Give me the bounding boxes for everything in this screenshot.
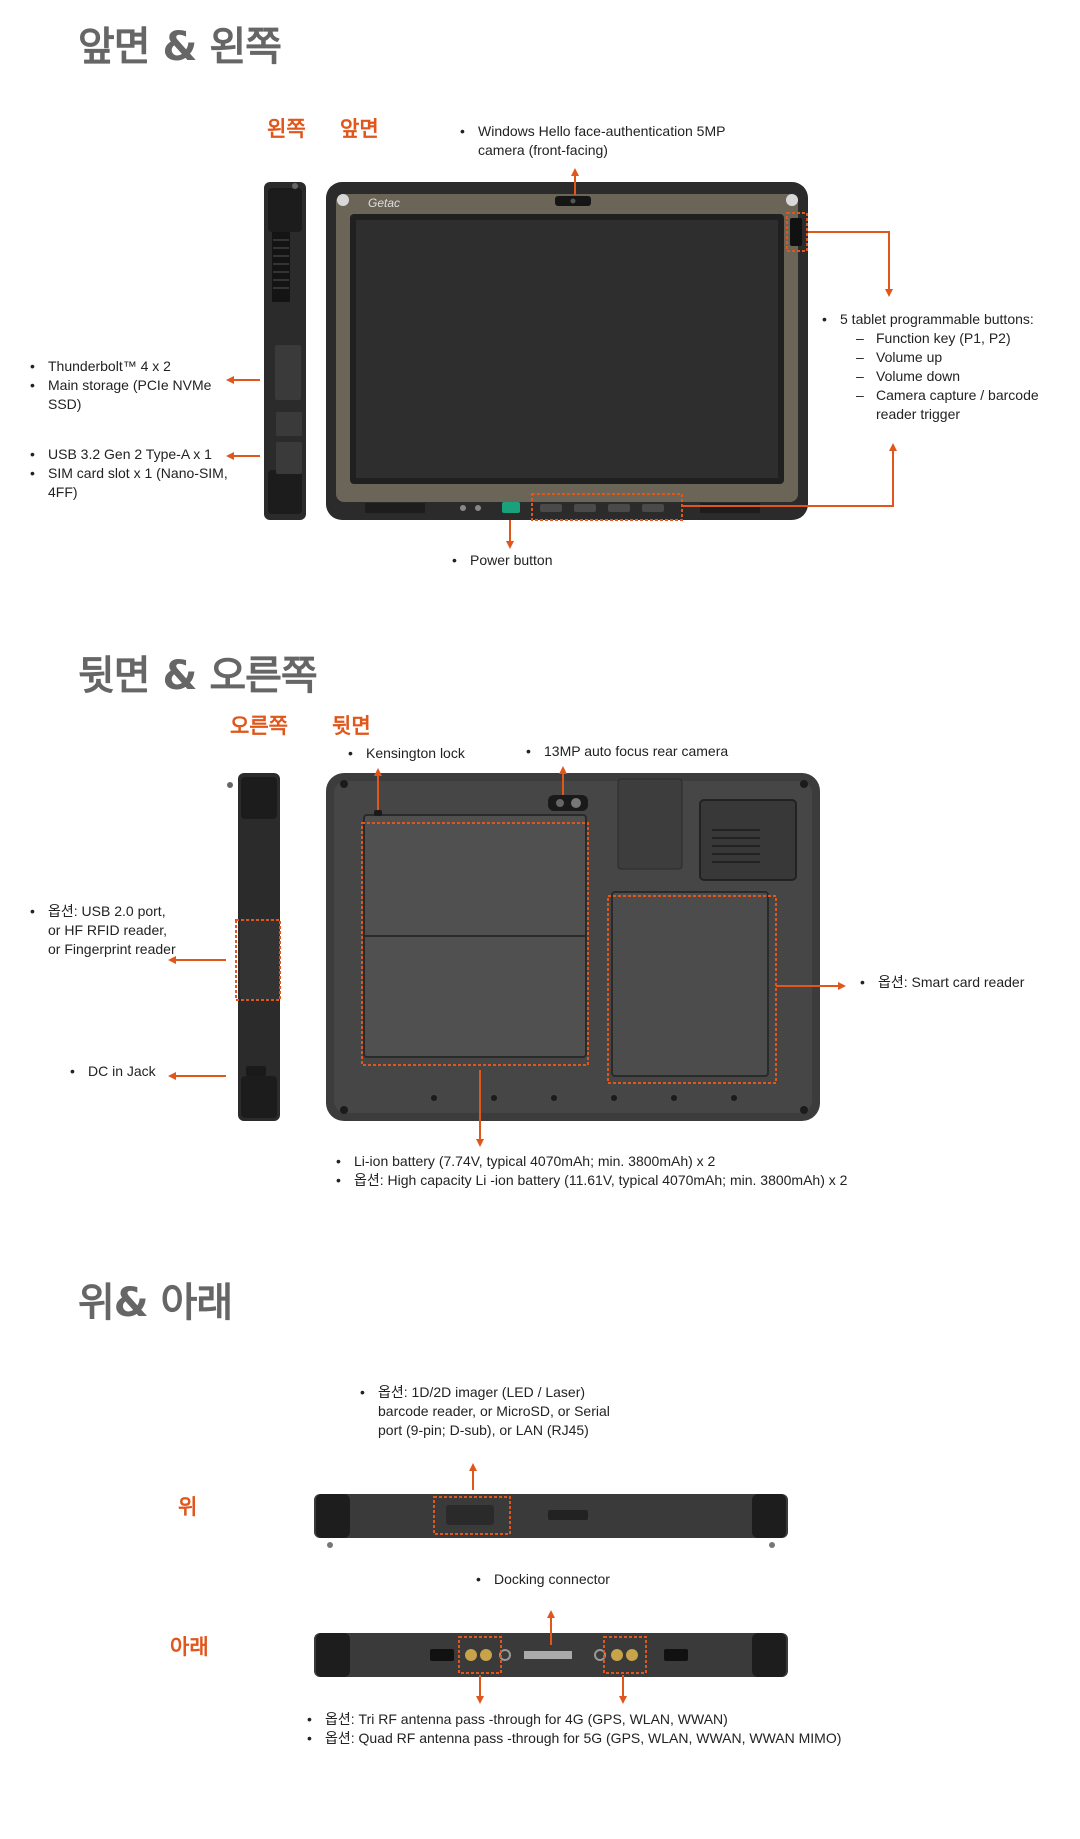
- note-item: 옵션: USB 2.0 port, or HF RFID reader, or …: [28, 902, 178, 959]
- heading-back-right: 뒷면 & 오른쪽: [78, 653, 318, 699]
- note-item: 5 tablet programmable buttons:: [820, 310, 1080, 329]
- label-back: 뒷면: [332, 714, 371, 738]
- note-item: SIM card slot x 1 (Nano-SIM, 4FF): [28, 464, 238, 502]
- note-front-camera: Windows Hello face-authentication 5MP ca…: [458, 122, 758, 160]
- note-item: Thunderbolt™ 4 x 2: [28, 357, 228, 376]
- note-item: Main storage (PCIe NVMe SSD): [28, 376, 228, 414]
- tablet-bottom-view: [314, 1633, 788, 1677]
- note-subitem: Volume up: [820, 348, 1080, 367]
- note-left-lower-ports: USB 3.2 Gen 2 Type-A x 1 SIM card slot x…: [28, 445, 238, 502]
- highlight-smart-card: [607, 895, 777, 1084]
- note-item: Windows Hello face-authentication 5MP ca…: [458, 122, 758, 160]
- note-subitem: Camera capture / barcode reader trigger: [820, 386, 1080, 424]
- highlight-rf-left: [458, 1636, 502, 1674]
- highlight-top-option: [433, 1496, 511, 1535]
- tablet-back-view: [326, 773, 820, 1121]
- note-smart-card: 옵션: Smart card reader: [858, 973, 1078, 992]
- note-item: Power button: [450, 551, 650, 570]
- note-left-upper-ports: Thunderbolt™ 4 x 2 Main storage (PCIe NV…: [28, 357, 228, 414]
- note-item: 옵션: Smart card reader: [858, 973, 1078, 992]
- note-top-option: 옵션: 1D/2D imager (LED / Laser) barcode r…: [358, 1383, 628, 1440]
- note-item: 옵션: Tri RF antenna pass -through for 4G …: [305, 1710, 925, 1729]
- note-rf-antenna: 옵션: Tri RF antenna pass -through for 4G …: [305, 1710, 925, 1748]
- note-item: 13MP auto focus rear camera: [524, 742, 784, 761]
- note-item: 옵션: Quad RF antenna pass -through for 5G…: [305, 1729, 925, 1748]
- label-right: 오른쪽: [230, 714, 288, 738]
- callout-arrows-topbottom: [469, 1463, 627, 1704]
- note-item: Li-ion battery (7.74V, typical 4070mAh; …: [334, 1152, 894, 1171]
- tablet-right-side-view: [227, 773, 280, 1121]
- note-item: 옵션: 1D/2D imager (LED / Laser) barcode r…: [358, 1383, 628, 1440]
- note-item: 옵션: High capacity Li -ion battery (11.61…: [334, 1171, 894, 1190]
- highlight-batteries: [361, 822, 589, 1066]
- heading-front-left: 앞면 & 왼쪽: [78, 24, 282, 70]
- note-item: USB 3.2 Gen 2 Type-A x 1: [28, 445, 238, 464]
- tablet-front-view: [326, 182, 808, 520]
- note-item: Docking connector: [474, 1570, 674, 1589]
- highlight-option-port: [235, 919, 281, 1001]
- note-item: Kensington lock: [346, 744, 546, 763]
- note-dc-jack: DC in Jack: [68, 1062, 218, 1081]
- tablet-top-view: [314, 1494, 788, 1548]
- label-left: 왼쪽: [267, 117, 306, 141]
- note-subitem: Function key (P1, P2): [820, 329, 1080, 348]
- note-power-button: Power button: [450, 551, 650, 570]
- note-programmable-buttons: 5 tablet programmable buttons: Function …: [820, 310, 1080, 424]
- note-docking: Docking connector: [474, 1570, 674, 1589]
- note-item: DC in Jack: [68, 1062, 218, 1081]
- note-battery: Li-ion battery (7.74V, typical 4070mAh; …: [334, 1152, 894, 1190]
- note-subitem: Volume down: [820, 367, 1080, 386]
- note-kensington: Kensington lock: [346, 744, 546, 763]
- callout-arrows-back: [168, 766, 846, 1147]
- highlight-rf-right: [603, 1636, 647, 1674]
- callout-arrows-front: [226, 168, 897, 549]
- label-front: 앞면: [340, 117, 379, 141]
- label-bottom: 아래: [170, 1635, 209, 1659]
- heading-top-bottom: 위& 아래: [78, 1280, 233, 1326]
- highlight-side-buttons: [786, 212, 808, 252]
- note-option-usb: 옵션: USB 2.0 port, or HF RFID reader, or …: [28, 902, 178, 959]
- note-rear-camera: 13MP auto focus rear camera: [524, 742, 784, 761]
- label-top: 위: [178, 1495, 198, 1519]
- tablet-left-side-view: [264, 182, 306, 520]
- brand-logo: Getac: [368, 196, 400, 210]
